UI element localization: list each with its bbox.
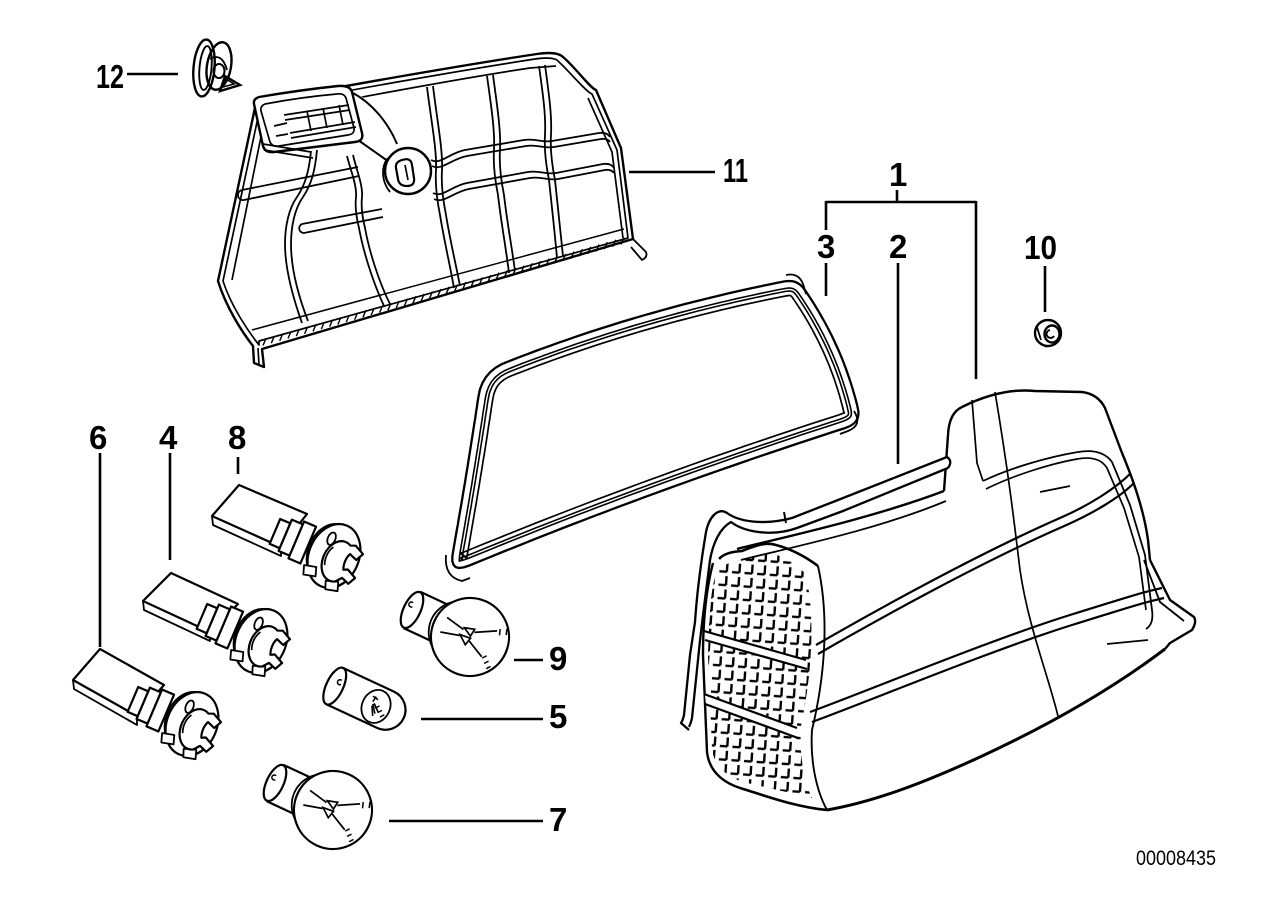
svg-text:4: 4 — [159, 419, 178, 456]
svg-text:5: 5 — [549, 698, 567, 735]
svg-text:9: 9 — [549, 640, 567, 677]
svg-text:6: 6 — [89, 419, 107, 456]
svg-text:10: 10 — [1024, 229, 1057, 266]
svg-text:12: 12 — [96, 58, 124, 95]
svg-text:8: 8 — [228, 419, 246, 456]
svg-text:2: 2 — [889, 228, 907, 265]
svg-text:00008435: 00008435 — [1136, 847, 1216, 870]
svg-text:11: 11 — [723, 152, 748, 189]
svg-text:3: 3 — [817, 228, 835, 265]
svg-text:1: 1 — [889, 156, 907, 193]
svg-text:7: 7 — [549, 801, 567, 838]
